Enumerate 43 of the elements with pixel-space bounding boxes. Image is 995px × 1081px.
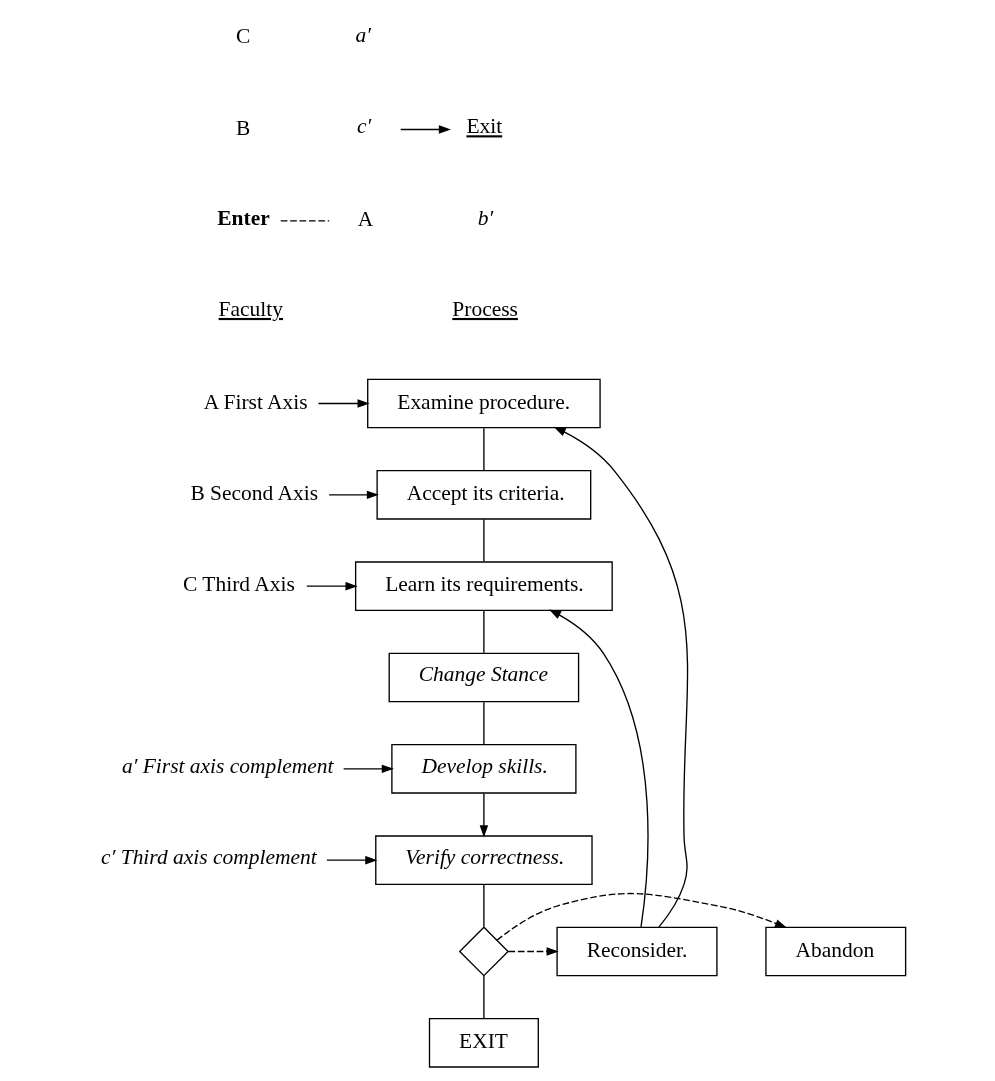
node-text: a′ <box>355 22 371 47</box>
arrow <box>317 399 370 408</box>
connector <box>482 884 485 928</box>
node-box: Develop skills. <box>390 744 577 794</box>
node-text: B Second Axis <box>189 480 318 505</box>
label: Process <box>451 296 518 321</box>
node-box: Examine procedure. <box>366 378 601 429</box>
arrow <box>495 892 787 941</box>
arrow <box>327 490 379 500</box>
node-text: c′ Third axis complement <box>100 844 317 869</box>
arrow <box>325 855 377 865</box>
arrow <box>507 947 559 956</box>
node-text: c′ <box>356 114 371 139</box>
arrow <box>399 125 451 134</box>
arrow <box>553 426 688 928</box>
node-box: Change Stance <box>388 652 579 703</box>
arrow <box>548 609 649 928</box>
node-text: A <box>357 206 373 231</box>
connector <box>482 701 485 745</box>
node-box: Accept its criteria. <box>375 470 591 520</box>
node-text: A First Axis <box>203 389 308 414</box>
label: Faculty <box>218 296 283 321</box>
connector <box>482 518 485 563</box>
connector <box>482 975 485 1019</box>
node-text: a′ First axis complement <box>121 753 334 778</box>
node-text: B <box>235 115 250 140</box>
node-text: Enter <box>216 205 270 230</box>
arrow <box>479 792 488 838</box>
arrow <box>305 581 358 591</box>
node-box: Verify correctness. <box>374 835 593 885</box>
arrow <box>342 764 394 774</box>
node-box: Abandon <box>764 926 906 977</box>
connector <box>482 427 485 471</box>
node-text: Exit <box>465 114 502 139</box>
node-diamond <box>458 926 509 977</box>
node-text: C Third Axis <box>182 572 295 597</box>
connector <box>279 220 330 222</box>
node-text: b′ <box>477 205 493 230</box>
node-box: EXIT <box>428 1017 539 1068</box>
node-box: Learn its requirements. <box>354 561 613 611</box>
node-box: Reconsider. <box>555 926 718 977</box>
node-text: C <box>235 24 250 49</box>
connector <box>482 610 485 654</box>
